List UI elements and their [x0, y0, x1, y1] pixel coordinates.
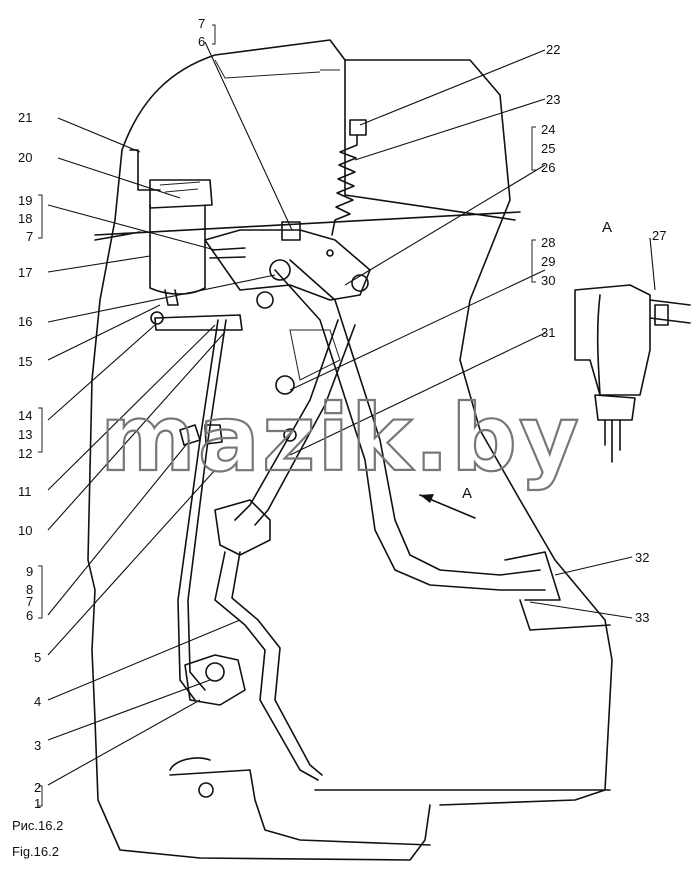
- cab-body-outline: [87, 39, 613, 861]
- callout-brackets: [38, 24, 536, 807]
- callout-12: 12: [18, 446, 32, 461]
- callout-9: 9: [26, 564, 33, 579]
- callout-25: 25: [541, 141, 555, 156]
- callout-2: 2: [34, 780, 41, 795]
- view-label-a-inset: A: [602, 219, 612, 236]
- callout-7-low: 7: [26, 594, 33, 609]
- callout-1: 1: [34, 796, 41, 811]
- callout-29: 29: [541, 254, 555, 269]
- callout-numbers: 7 6 22 23 24 25 26 21 20 19 18 7 17 16 1…: [18, 16, 666, 811]
- callout-33: 33: [635, 610, 649, 625]
- callout-31: 31: [541, 325, 555, 340]
- callout-13: 13: [18, 427, 32, 442]
- vertical-pull-rod: [177, 319, 246, 706]
- callout-18: 18: [18, 211, 32, 226]
- callout-28: 28: [541, 235, 555, 250]
- callout-21: 21: [18, 110, 32, 125]
- watermark: mazik.by: [100, 385, 581, 492]
- leader-lines: [47, 41, 656, 786]
- return-spring: [326, 119, 367, 257]
- callout-7-mid: 7: [26, 229, 33, 244]
- callout-23: 23: [546, 92, 560, 107]
- callout-5: 5: [34, 650, 41, 665]
- callout-24: 24: [541, 122, 555, 137]
- figure-caption-en: Fig.16.2: [12, 844, 59, 859]
- pedal-lever: [274, 259, 561, 601]
- figure-caption-ru: Рис.16.2: [12, 818, 63, 833]
- callout-15: 15: [18, 354, 32, 369]
- inset-view-a: [574, 284, 691, 463]
- callout-14: 14: [18, 408, 32, 423]
- callout-16: 16: [18, 314, 32, 329]
- callout-10: 10: [18, 523, 32, 538]
- upper-lever-assembly: [150, 221, 371, 331]
- callout-11: 11: [18, 484, 32, 499]
- callout-32: 32: [635, 550, 649, 565]
- callout-19: 19: [18, 193, 32, 208]
- callout-4: 4: [34, 694, 41, 709]
- hydraulic-rod: [214, 319, 356, 781]
- callout-27: 27: [652, 228, 666, 243]
- callout-6-top: 6: [198, 34, 205, 49]
- view-label-a-arrow: A: [462, 485, 472, 502]
- view-direction-arrow: [419, 494, 476, 519]
- callout-17: 17: [18, 265, 32, 280]
- solenoid-cylinder: [129, 149, 213, 306]
- callout-3: 3: [34, 738, 41, 753]
- callout-26: 26: [541, 160, 555, 175]
- callout-8: 8: [26, 582, 33, 597]
- callout-6-low: 6: [26, 608, 33, 623]
- callout-20: 20: [18, 150, 32, 165]
- callout-22: 22: [546, 42, 560, 57]
- callout-7-top: 7: [198, 16, 205, 31]
- callout-30: 30: [541, 273, 555, 288]
